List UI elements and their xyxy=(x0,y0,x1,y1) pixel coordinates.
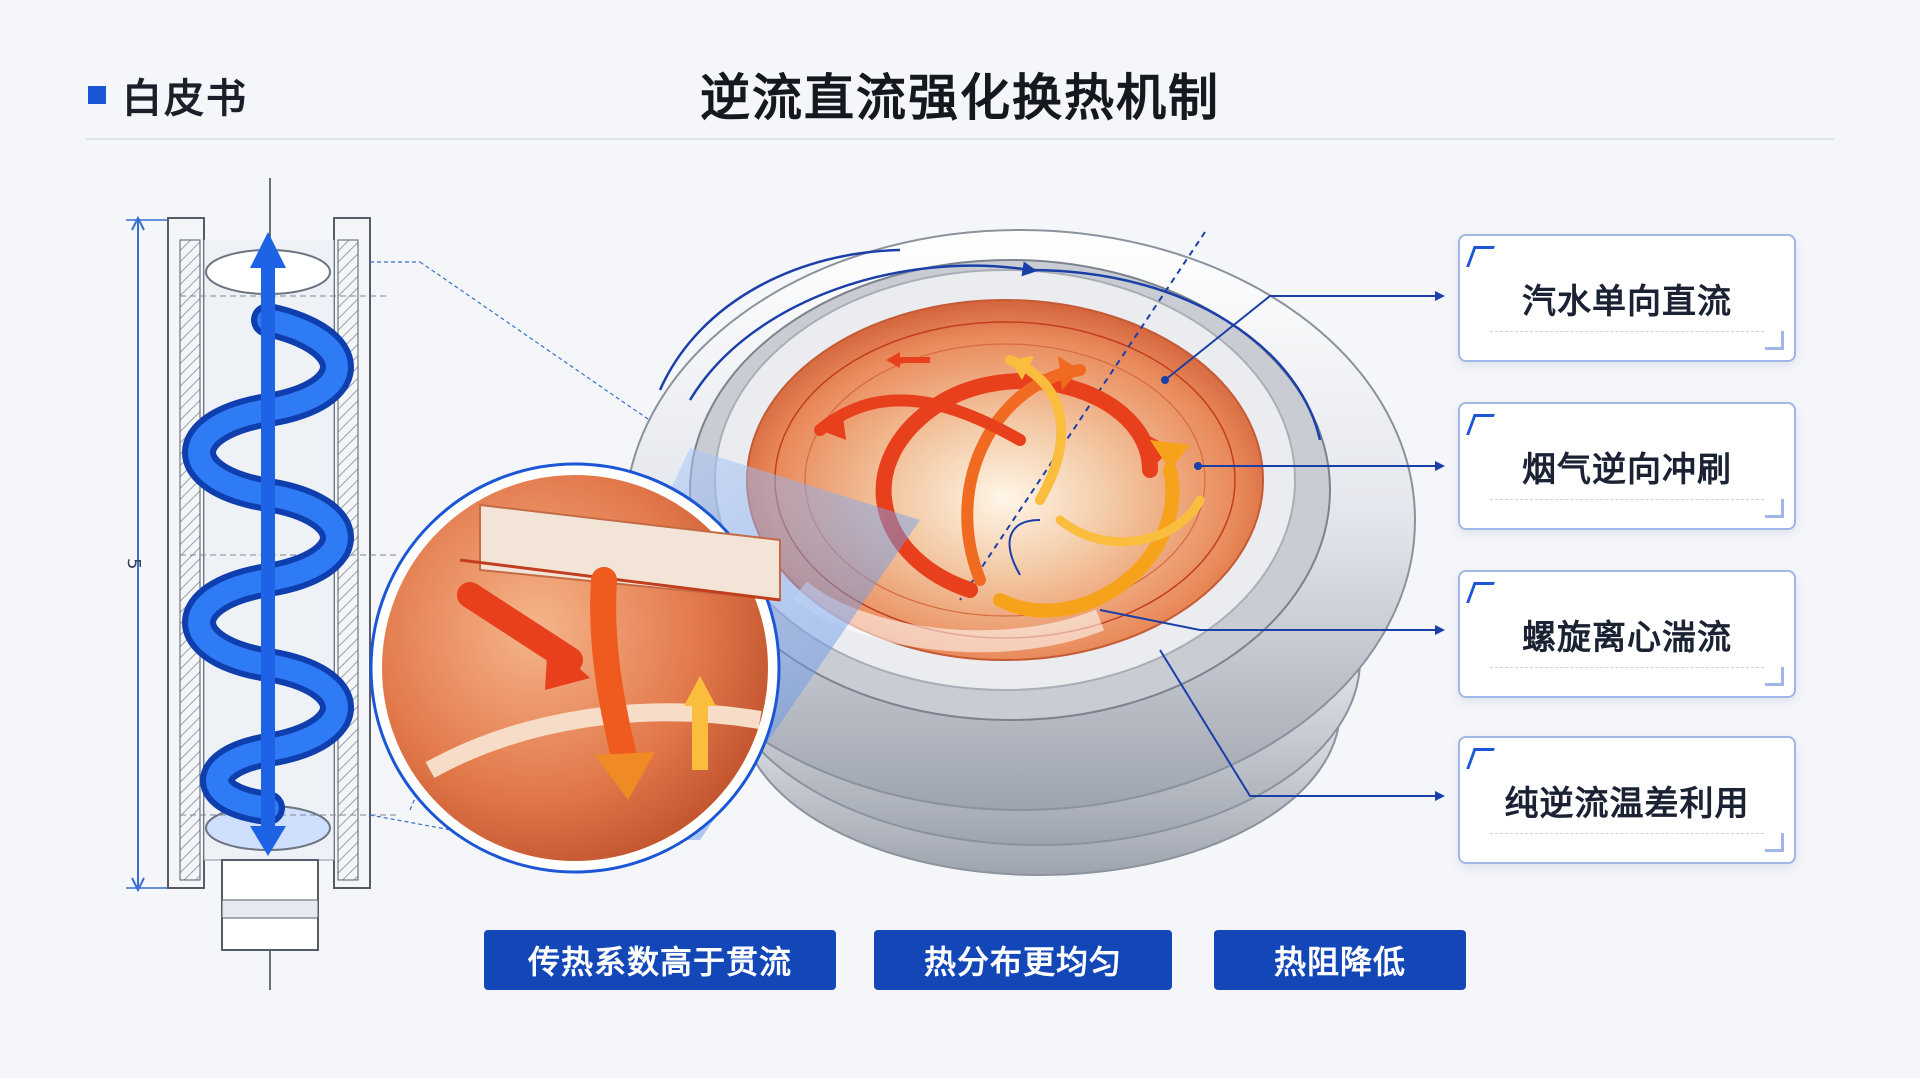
outer-flow-arrow xyxy=(688,261,1038,401)
dimension-arrowheads xyxy=(131,215,145,893)
callout-label: 螺旋离心湍流 xyxy=(1522,617,1732,658)
benefit-badge-2: 热分布更均匀 xyxy=(874,930,1172,990)
benefit-badge-1: 传热系数高于贯流 xyxy=(484,930,836,990)
callout-card-2: 烟气逆向冲刷 xyxy=(1458,402,1796,530)
zoom-lens xyxy=(369,462,781,874)
leader-4 xyxy=(1159,649,1445,801)
card-corner-icon xyxy=(1466,582,1495,603)
swirl-flow-orange xyxy=(993,463,1180,618)
callout-card-1: 汽水单向直流 xyxy=(1458,234,1796,362)
callout-label: 纯逆流温差利用 xyxy=(1504,783,1750,824)
callout-leaders xyxy=(1099,291,1445,801)
downflow-arrowhead-icon xyxy=(250,826,286,856)
radial-axis xyxy=(959,231,1206,601)
tag-square-icon xyxy=(88,86,106,104)
callout-label: 汽水单向直流 xyxy=(1522,281,1732,322)
callout-card-3: 螺旋离心湍流 xyxy=(1458,570,1796,698)
leader-1 xyxy=(1164,291,1445,381)
upflow-arrowhead-icon xyxy=(250,232,286,268)
card-corner-icon xyxy=(1466,246,1495,267)
card-corner-icon xyxy=(1466,748,1495,769)
callout-card-4: 纯逆流温差利用 xyxy=(1458,736,1796,864)
tube-section: 5 xyxy=(123,178,691,990)
page-title: 逆流直流强化换热机制 xyxy=(700,69,1220,127)
tag-label: 白皮书 xyxy=(122,76,248,122)
benefit-badge-3: 热阻降低 xyxy=(1214,930,1466,990)
dimension-label: 5 xyxy=(123,558,144,569)
lens-down-arrow xyxy=(590,567,638,773)
callout-label: 烟气逆向冲刷 xyxy=(1522,449,1732,490)
zoom-leader-top xyxy=(419,261,691,449)
swirl-flow-red xyxy=(875,373,1158,598)
header-tag: 白皮书 xyxy=(88,66,248,124)
leader-3 xyxy=(1099,609,1445,635)
header-divider xyxy=(86,138,1834,140)
card-corner-icon xyxy=(1466,414,1495,435)
